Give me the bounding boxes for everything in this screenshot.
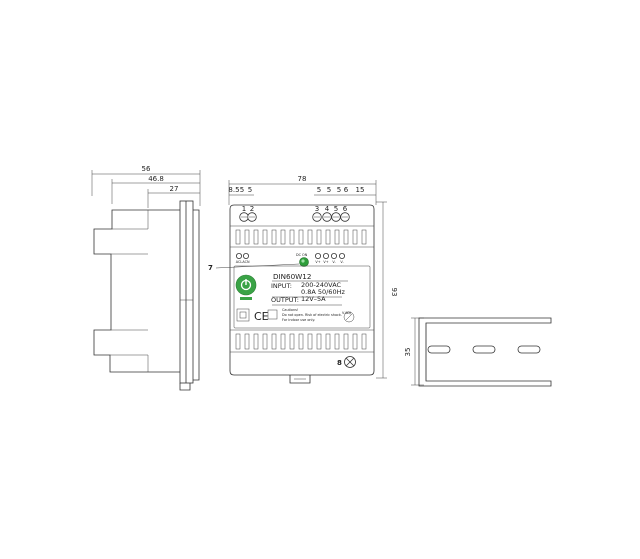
output-label: OUTPUT: xyxy=(271,296,299,304)
terminal-number-3: 3 xyxy=(315,205,319,213)
terminal-symbol-v-plus-1: V+ xyxy=(315,260,320,264)
vent-slot xyxy=(262,333,268,350)
side-dim-mid: 46.8 xyxy=(148,175,164,183)
front-view: 78 8.5 5 5 5 5 5 6 15 93 xyxy=(208,175,398,384)
caution-line-1: Do not open. Risk of electric shock. xyxy=(282,313,342,317)
vent-slot xyxy=(289,333,295,350)
vent-slot xyxy=(298,333,304,350)
voltage-adjust-icon xyxy=(343,311,355,323)
callout-8: 8 xyxy=(337,359,342,367)
rail-slot xyxy=(427,345,451,354)
vent-slots-bottom xyxy=(235,333,367,350)
input-label: INPUT: xyxy=(271,282,292,290)
vent-slot xyxy=(334,333,340,350)
terminal-symbol-acn: ACN xyxy=(242,260,250,264)
vent-slot xyxy=(235,229,241,245)
rail-view: 35 xyxy=(404,317,552,387)
terminal-symbol-v-minus-2: V- xyxy=(340,260,344,264)
rail-slot xyxy=(517,345,541,354)
vent-slot xyxy=(271,333,277,350)
pitch-right-margin: 15 xyxy=(356,186,365,194)
vent-slot xyxy=(352,229,358,245)
led-label: DC ON xyxy=(296,253,308,257)
front-dim-width: 78 xyxy=(298,175,307,183)
vent-slot xyxy=(361,333,367,350)
callout-7: 7 xyxy=(208,264,213,272)
vent-slot xyxy=(352,333,358,350)
vent-slot xyxy=(316,229,322,245)
terminal-symbol-v-minus-1: V- xyxy=(332,260,336,264)
vent-slot xyxy=(262,229,268,245)
vent-slot xyxy=(307,333,313,350)
double-insulation-icon xyxy=(236,308,250,322)
terminal-symbol-v-plus-2: V+ xyxy=(323,260,328,264)
caution-title: Cautions! xyxy=(282,308,298,312)
pitch-right-1: 5 xyxy=(317,186,321,194)
terminal-number-2: 2 xyxy=(250,205,254,213)
vent-slot xyxy=(244,229,250,245)
terminal-symbol-acl: ACL xyxy=(236,260,243,264)
rail-slot xyxy=(472,345,496,354)
vent-slots-top xyxy=(235,229,367,245)
terminal-number-5: 5 xyxy=(334,205,338,213)
terminal-screws xyxy=(239,212,350,222)
vent-slot xyxy=(343,229,349,245)
vent-slot xyxy=(325,333,331,350)
side-dim-total: 56 xyxy=(142,165,151,173)
terminal-number-6: 6 xyxy=(343,205,348,213)
pitch-right-2: 5 xyxy=(327,186,331,194)
vent-slot xyxy=(298,229,304,245)
rail-dim-height: 35 xyxy=(404,348,412,357)
vent-slot xyxy=(334,229,340,245)
output-value: 12V–5A xyxy=(301,295,326,303)
vent-slot xyxy=(253,333,259,350)
vent-slot xyxy=(235,333,241,350)
caution-line-2: For indoor use only. xyxy=(282,318,315,322)
side-view: 56 46.8 27 xyxy=(91,165,201,391)
ce-mark-icon: CE xyxy=(254,310,269,323)
pitch-right-4: 6 xyxy=(344,186,349,194)
terminal-number-4: 4 xyxy=(325,205,330,213)
terminal-number-1: 1 xyxy=(242,205,246,213)
vent-slot xyxy=(289,229,295,245)
recycle-icon xyxy=(267,309,278,320)
front-dim-height: 93 xyxy=(390,288,398,297)
vent-slot xyxy=(316,333,322,350)
vent-slot xyxy=(343,333,349,350)
vent-slot xyxy=(280,333,286,350)
pitch-left-1: 8.5 xyxy=(228,186,239,194)
input-current: 0.8A 50/60Hz xyxy=(301,288,345,296)
pitch-right-3: 5 xyxy=(337,186,341,194)
input-voltage: 200-240VAC xyxy=(301,281,342,289)
pitch-left-3: 5 xyxy=(248,186,252,194)
vent-slot xyxy=(271,229,277,245)
vent-slot xyxy=(253,229,259,245)
vent-slot xyxy=(280,229,286,245)
vent-slot xyxy=(325,229,331,245)
vent-slot xyxy=(307,229,313,245)
terminal-clamps xyxy=(235,252,345,259)
vent-slot xyxy=(361,229,367,245)
pitch-left-2: 5 xyxy=(240,186,244,194)
side-dim-front: 27 xyxy=(170,185,179,193)
model-name: DIN60W12 xyxy=(273,272,311,281)
adj-label: V.ADJ xyxy=(342,311,351,315)
vent-slot xyxy=(244,333,250,350)
